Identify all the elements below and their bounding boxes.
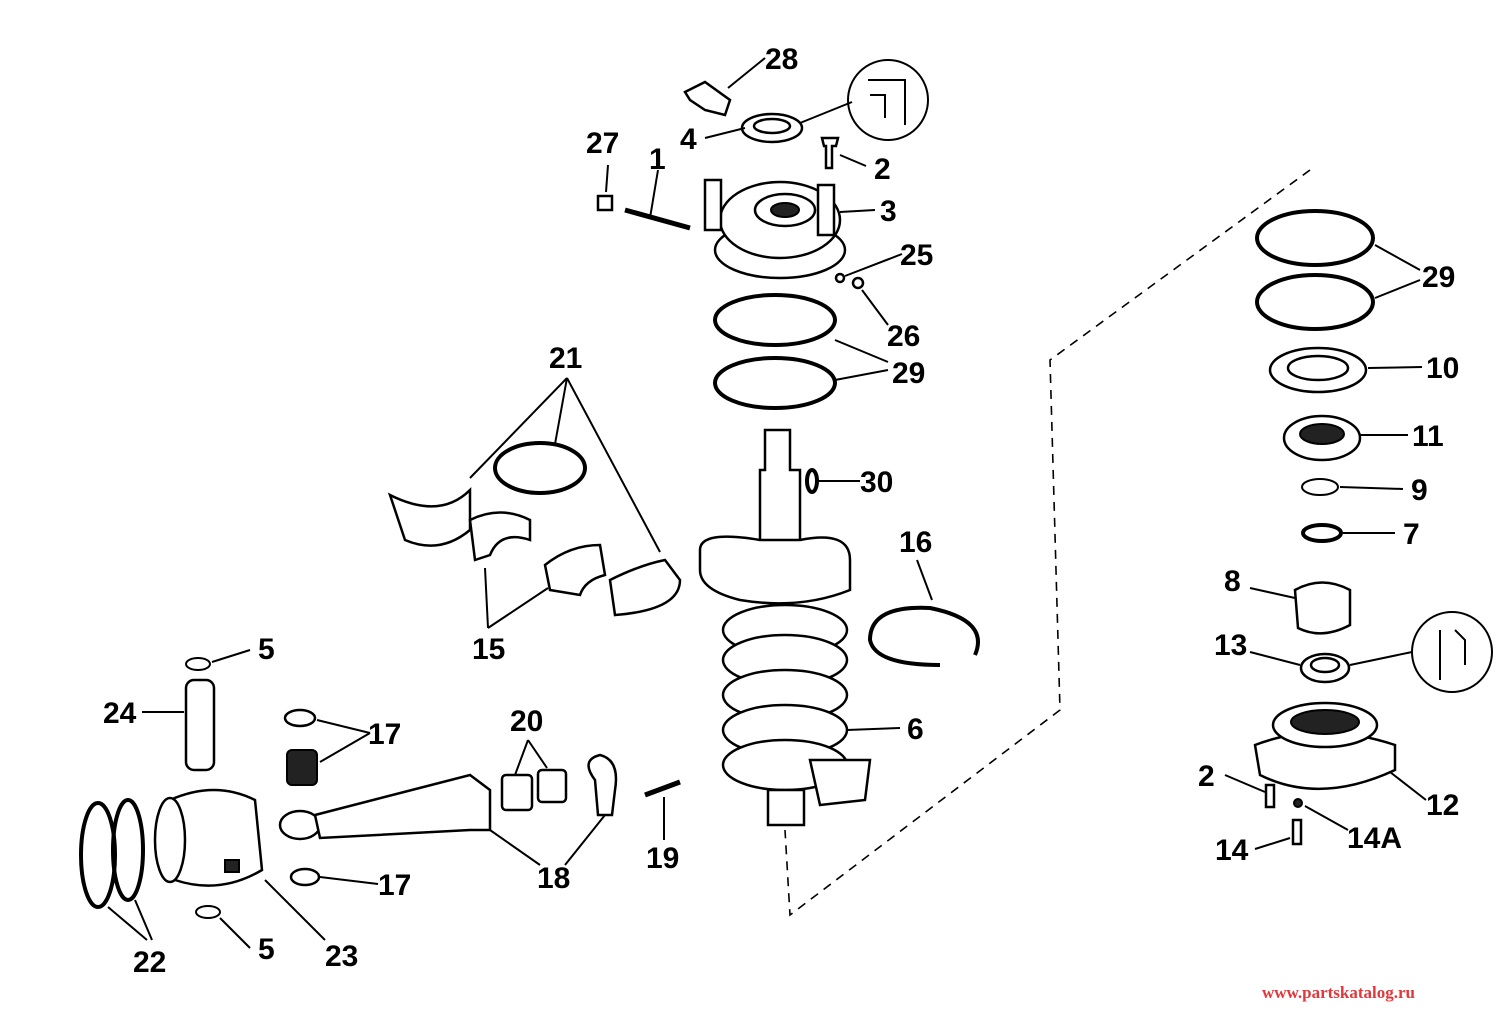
part-9-retaining-ring <box>1301 478 1339 496</box>
part-25-washer <box>834 272 846 284</box>
part-29-oring <box>713 356 837 410</box>
label-12: 12 <box>1426 789 1459 822</box>
label-3: 3 <box>880 195 897 228</box>
label-24: 24 <box>103 697 137 730</box>
part-21-bearing-half <box>387 486 472 547</box>
part-20-bearing-cage <box>536 768 568 804</box>
detail-seal-icon <box>868 79 906 125</box>
part-8-cap <box>1293 581 1352 635</box>
part-21-ring <box>493 441 587 495</box>
label-15: 15 <box>472 633 505 666</box>
part-22-piston-ring <box>79 801 117 909</box>
label-17: 17 <box>378 869 411 902</box>
label-13: 13 <box>1214 629 1247 662</box>
leader-lines <box>107 57 1427 949</box>
label-14: 14 <box>1215 834 1249 867</box>
detail-callout-seal <box>847 59 929 141</box>
part-3-upper-housing <box>703 178 847 280</box>
label-6: 6 <box>907 713 924 746</box>
part-15-needle-bearing <box>543 543 607 597</box>
label-11: 11 <box>1412 420 1444 453</box>
label-16: 16 <box>899 526 932 559</box>
label-19: 19 <box>646 842 679 875</box>
part-15-needle-bearing <box>468 511 532 562</box>
label-30: 30 <box>860 466 893 499</box>
part-12-lower-housing <box>1253 701 1397 791</box>
label-20: 20 <box>510 705 543 738</box>
part-24-piston-pin <box>184 678 216 772</box>
part-27-nut <box>596 194 614 212</box>
part-23-piston <box>153 788 264 887</box>
part-29-oring <box>1255 273 1375 331</box>
part-30-oring <box>805 468 819 494</box>
label-14A: 14A <box>1347 822 1402 855</box>
label-7: 7 <box>1403 518 1420 551</box>
label-29: 29 <box>892 357 925 390</box>
part-26-nut <box>851 276 865 290</box>
part-5-clip <box>185 657 211 671</box>
label-22: 22 <box>133 946 166 979</box>
part-1-stud <box>624 207 691 231</box>
part-17-washer <box>283 708 317 728</box>
part-5-clip <box>195 905 221 919</box>
assembly-dashed-line <box>784 169 1311 917</box>
part-21-bearing-half <box>608 558 682 617</box>
label-2: 2 <box>874 153 891 186</box>
part-29-oring <box>713 293 837 347</box>
label-28: 28 <box>765 43 798 76</box>
part-17-needle-cage <box>286 749 318 786</box>
part-2-bolt <box>820 136 840 170</box>
label-29: 29 <box>1422 261 1455 294</box>
label-23: 23 <box>325 940 358 973</box>
part-14-screw <box>1291 818 1303 846</box>
part-28-clip <box>683 80 732 117</box>
part-6-crankshaft <box>698 428 872 827</box>
part-7-seal <box>1301 523 1343 543</box>
label-27: 27 <box>586 127 619 160</box>
part-22-piston-ring <box>111 798 145 902</box>
label-9: 9 <box>1411 474 1428 507</box>
part-19-screw <box>644 779 681 798</box>
label-21: 21 <box>549 342 582 375</box>
part-13-seal-inner <box>1309 656 1341 674</box>
label-5: 5 <box>258 933 275 966</box>
label-26: 26 <box>887 320 920 353</box>
label-25: 25 <box>900 239 933 272</box>
label-2: 2 <box>1198 760 1215 793</box>
label-1: 1 <box>649 143 666 176</box>
detail-callout-seal <box>1411 611 1493 693</box>
label-18: 18 <box>537 862 570 895</box>
part-2-bolt <box>1264 783 1276 809</box>
label-8: 8 <box>1224 565 1241 598</box>
part-10-gasket-inner <box>1286 354 1350 382</box>
part-20-bearing-cage <box>500 773 534 812</box>
part-4-seal-inner <box>752 117 792 135</box>
label-17: 17 <box>368 718 401 751</box>
label-4: 4 <box>680 123 697 156</box>
label-5: 5 <box>258 633 275 666</box>
detail-seal-icon <box>1439 629 1466 680</box>
watermark: www.partskatalog.ru <box>1262 983 1415 1002</box>
label-10: 10 <box>1426 352 1459 385</box>
part-11-bearing-race <box>1299 423 1345 445</box>
part-16-retaining-ring <box>867 605 980 667</box>
part-14A-washer <box>1293 798 1303 808</box>
part-17-washer <box>289 867 321 887</box>
part-29-oring <box>1255 209 1375 267</box>
